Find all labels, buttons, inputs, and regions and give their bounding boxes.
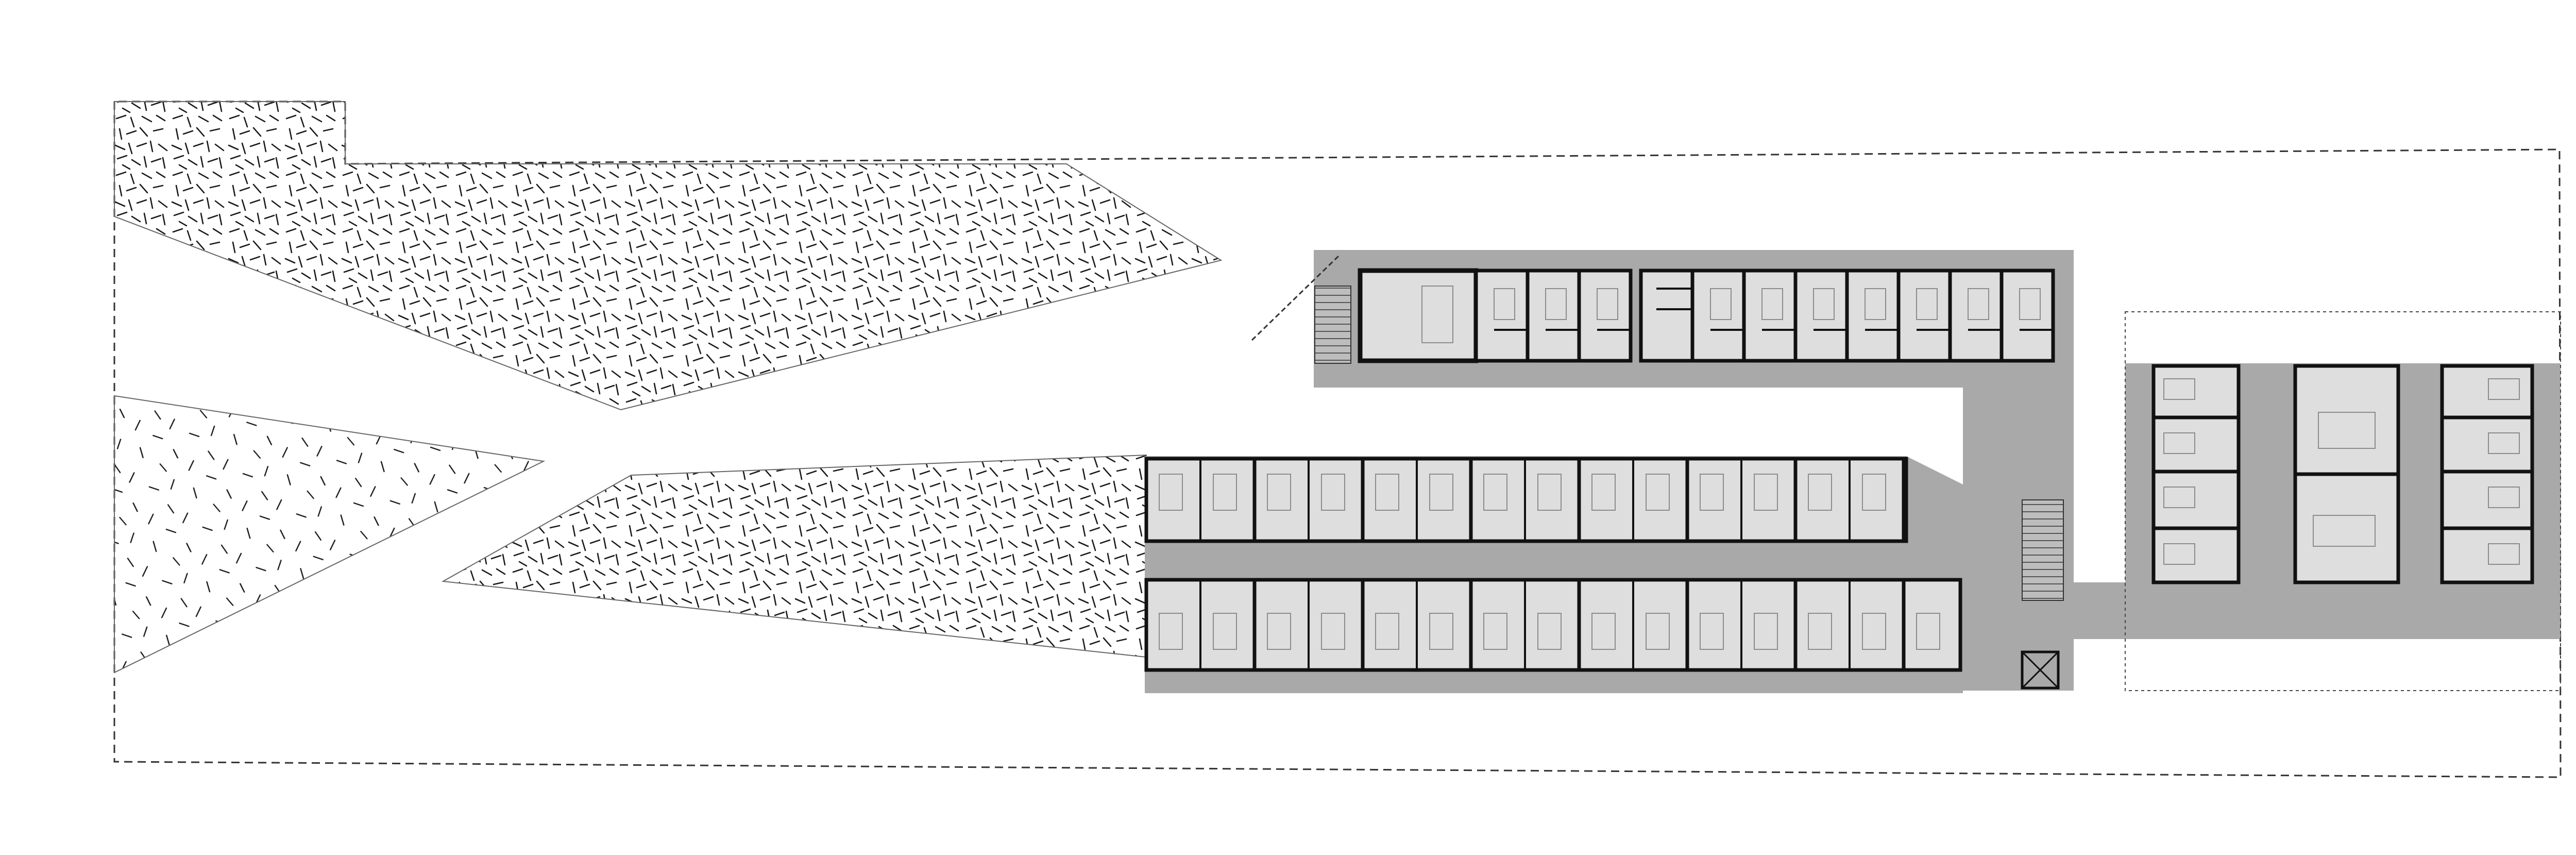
connector-stair [2022,499,2064,601]
south-lower-row [1144,578,1962,672]
landscape-zone-south [441,454,1147,658]
landscape-areas [114,101,1223,674]
landscape-zone-north [114,101,1223,411]
south-furniture [1159,474,1940,650]
north-stair [1251,254,1351,364]
east-common-rooms [2293,364,2400,584]
site-boundary [113,100,2562,778]
east-left-rooms [2151,364,2241,584]
south-upper-row [1144,457,1908,543]
south-room-partitions [1199,459,1851,670]
elevator-shaft [2021,650,2060,690]
south-wing-rooms [1144,457,1962,672]
connector-core [2021,499,2064,690]
east-block [2125,311,2561,691]
north-furniture [1421,286,2041,343]
north-common-room [1358,268,1479,363]
north-wing-rooms [1358,268,2055,363]
north-bathroom-partitions [1494,288,2053,331]
east-furniture [2163,378,2520,565]
east-block-outline [2125,311,2561,691]
north-room-row [1474,269,2055,363]
landscape-zone-west [114,395,546,674]
east-right-rooms [2440,364,2534,584]
